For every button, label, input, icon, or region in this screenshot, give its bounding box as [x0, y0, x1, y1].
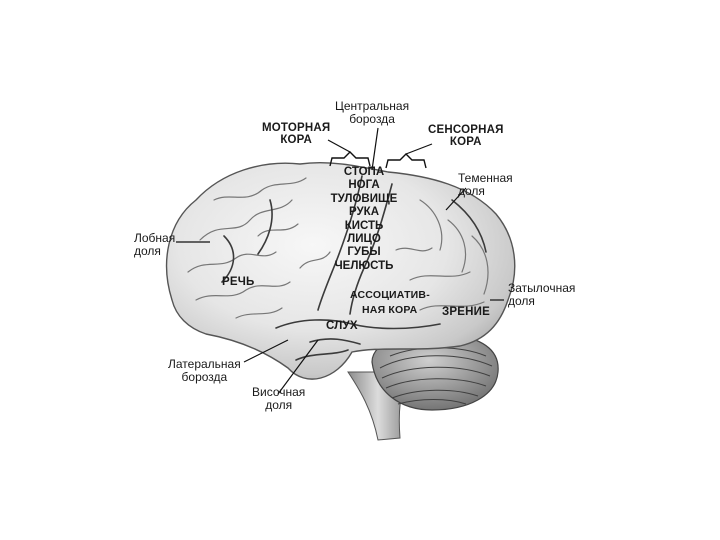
speech-label: РЕЧЬ	[222, 276, 255, 288]
vision-label: ЗРЕНИЕ	[442, 306, 490, 318]
temporal-lobe-line-2: доля	[252, 399, 305, 412]
motor-cortex-line-1: МОТОРНАЯ	[262, 122, 330, 134]
body-map-foot: СТОПА	[318, 166, 410, 179]
association-cortex-line-1: АССОЦИАТИВ-	[350, 288, 430, 303]
central-sulcus-label: Центральная борозда	[335, 100, 409, 125]
sensory-cortex-line-2: КОРА	[428, 136, 504, 148]
sensory-cortex-line-1: СЕНСОРНАЯ	[428, 124, 504, 136]
motor-body-map: СТОПА НОГА ТУЛОВИЩЕ РУКА КИСТЬ ЛИЦО ГУБЫ…	[318, 166, 410, 273]
occipital-lobe-label: Затылочная доля	[508, 282, 575, 307]
parietal-lobe-line-1: Теменная	[458, 172, 513, 185]
temporal-lobe-label: Височная доля	[252, 386, 305, 411]
central-sulcus-leader	[372, 128, 378, 170]
motor-cortex-label: МОТОРНАЯ КОРА	[262, 122, 330, 146]
association-cortex-label: АССОЦИАТИВ- НАЯ КОРА	[350, 288, 430, 318]
association-cortex-line-2: НАЯ КОРА	[350, 303, 430, 318]
occipital-lobe-line-2: доля	[508, 295, 575, 308]
lateral-sulcus-line-1: Латеральная	[168, 358, 241, 371]
central-sulcus-line-1: Центральная	[335, 100, 409, 113]
parietal-lobe-label: Теменная доля	[458, 172, 513, 197]
body-map-leg: НОГА	[318, 179, 410, 192]
body-map-arm: РУКА	[318, 206, 410, 219]
motor-cortex-line-2: КОРА	[262, 134, 330, 146]
body-map-face: ЛИЦО	[318, 233, 410, 246]
lateral-sulcus-label: Латеральная борозда	[168, 358, 241, 383]
occipital-lobe-line-1: Затылочная	[508, 282, 575, 295]
frontal-lobe-label: Лобная доля	[134, 232, 175, 257]
body-map-jaw: ЧЕЛЮСТЬ	[318, 260, 410, 273]
central-sulcus-line-2: борозда	[335, 113, 409, 126]
body-map-trunk: ТУЛОВИЩЕ	[318, 193, 410, 206]
motor-cortex-leader	[328, 140, 350, 152]
frontal-lobe-line-1: Лобная	[134, 232, 175, 245]
body-map-hand: КИСТЬ	[318, 220, 410, 233]
body-map-lips: ГУБЫ	[318, 246, 410, 259]
hearing-label: СЛУХ	[326, 320, 358, 332]
lateral-sulcus-line-2: борозда	[168, 371, 241, 384]
temporal-lobe-line-1: Височная	[252, 386, 305, 399]
parietal-lobe-line-2: доля	[458, 185, 513, 198]
sensory-cortex-label: СЕНСОРНАЯ КОРА	[428, 124, 504, 148]
frontal-lobe-line-2: доля	[134, 245, 175, 258]
